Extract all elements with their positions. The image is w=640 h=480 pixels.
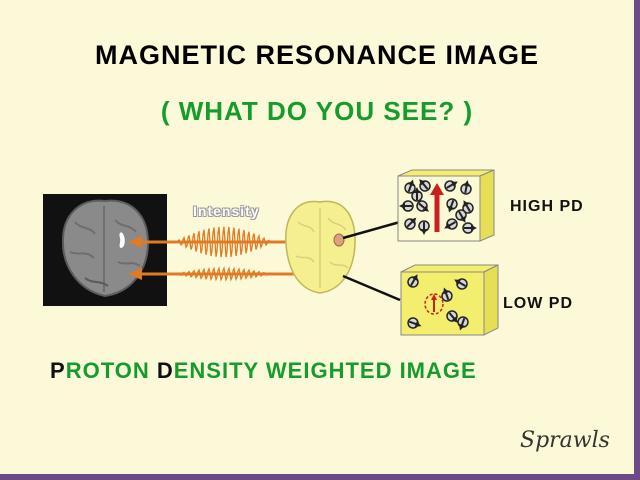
high-pd-connector [342,220,401,240]
low-intensity-wave [174,266,273,282]
bottom-title-d-rest: ENSITY WEIGHTED IMAGE [173,358,477,383]
mri-image [43,194,167,306]
proton-spin-icon [419,179,431,192]
proton-spin-icon [460,180,472,195]
high-intensity-wave [174,226,273,258]
proton-spin-icon [446,310,458,323]
proton-spin-icon [399,200,414,212]
intensity-label: Intensity [193,203,260,219]
proton-spin-icon [407,317,422,329]
proton-spin-icon [462,200,474,214]
high-pd-proton-spins [399,179,477,235]
diagram [43,169,499,336]
proton-spin-icon [444,180,458,192]
author-signature: Sprawls [520,428,610,453]
proton-spin-icon [446,198,458,213]
proton-spin-icon [441,287,453,302]
proton-spin-icon [418,220,430,235]
low-pd-label: LOW PD [503,295,573,312]
proton-spin-icon [404,179,416,194]
proton-spin-icon [407,274,419,288]
low-pd-voxel [400,264,499,336]
proton-density-weighted-image-title: PROTON DENSITY WEIGHTED IMAGE [50,358,477,384]
proton-spin-icon [444,218,458,230]
bottom-title-p-rest: ROTON [65,358,157,383]
proton-spin-icon [462,222,477,234]
low-pd-proton-spins [407,274,469,331]
slide-title: MAGNETIC RESONANCE IMAGE [94,40,540,70]
proton-spin-icon [411,187,423,202]
slide-subtitle: ( WHAT DO YOU SEE? ) [160,96,474,126]
bottom-title-p-initial: P [50,358,66,383]
proton-spin-icon [455,209,467,223]
proton-spin-icon [404,217,417,230]
proton-spin-icon [416,200,429,212]
proton-spin-icon [454,278,468,290]
high-pd-label: HIGH PD [510,198,584,215]
high-pd-voxel [397,169,495,242]
low-pd-connector [342,274,401,302]
proton-spin-icon [457,316,469,331]
brain-illustration [285,200,356,294]
bottom-title-d-initial: D [156,358,174,383]
